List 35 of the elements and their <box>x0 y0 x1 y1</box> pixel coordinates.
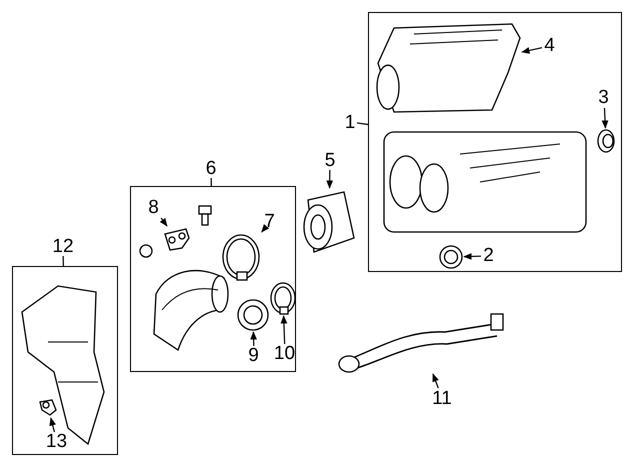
grommet-drawing <box>438 244 464 270</box>
leader-arrow <box>326 170 334 189</box>
leader-arrow <box>463 253 482 260</box>
leader-arrow <box>250 331 257 346</box>
leader-arrow <box>49 417 56 432</box>
callout-number: 7 <box>262 212 278 232</box>
seal-drawing <box>596 128 616 154</box>
callout-number: 4 <box>542 36 558 56</box>
callout-number: 3 <box>596 88 612 108</box>
callout-number: 8 <box>146 198 162 218</box>
callout-number: 11 <box>430 388 454 408</box>
leader-arrow <box>261 224 270 233</box>
clamp-drawing <box>220 232 262 282</box>
ring-drawing <box>236 298 270 332</box>
leader-arrow <box>521 47 542 54</box>
group-box <box>12 266 118 455</box>
leader-arrow <box>432 373 439 388</box>
callout-number: 9 <box>246 346 262 366</box>
leader-arrow <box>160 218 168 227</box>
leader-line <box>210 178 212 186</box>
group-box <box>130 186 296 372</box>
callout-number: 13 <box>44 432 70 452</box>
callout-number: 2 <box>480 246 496 266</box>
callout-number: 1 <box>343 112 357 132</box>
leader-line <box>62 256 64 266</box>
group-box <box>368 12 622 272</box>
leader-line <box>356 122 368 126</box>
clamp-drawing <box>268 280 298 316</box>
leader-arrow <box>602 108 608 129</box>
callout-number: 5 <box>322 150 338 170</box>
callout-number: 10 <box>272 344 298 364</box>
bracket-drawing <box>162 226 192 254</box>
leader-arrow <box>280 315 288 344</box>
callout-number: 12 <box>50 236 76 256</box>
callout-number: 6 <box>203 158 219 178</box>
